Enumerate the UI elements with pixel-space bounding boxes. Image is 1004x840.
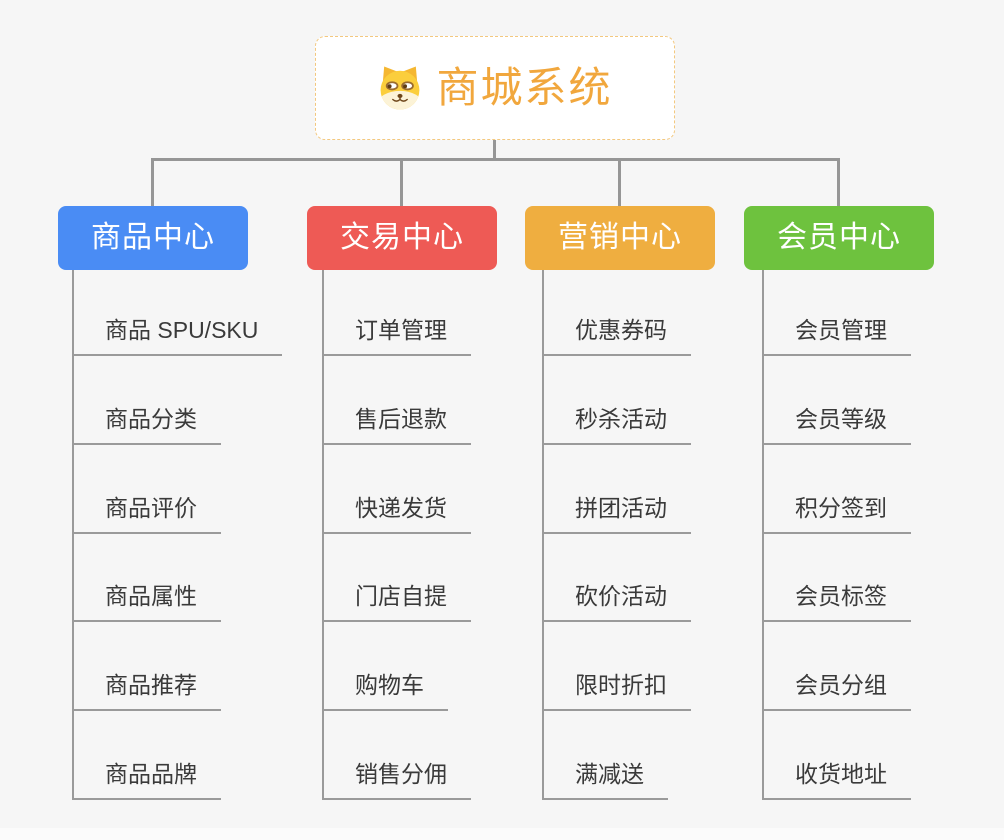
branch-label: 商品中心	[91, 221, 215, 254]
leaf-node[interactable]: 会员标签	[762, 581, 911, 622]
leaf-label: 收货地址	[795, 761, 887, 787]
leaf-node[interactable]: 积分签到	[762, 493, 911, 534]
leaf-label: 砍价活动	[575, 583, 667, 609]
leaf-label: 限时折扣	[575, 672, 667, 698]
leaf-node[interactable]: 收货地址	[762, 759, 911, 800]
leaf-node[interactable]: 满减送	[542, 759, 668, 800]
leaf-label: 会员管理	[795, 317, 887, 343]
leaf-node[interactable]: 快递发货	[322, 493, 471, 534]
branch-trunk-line	[72, 270, 74, 800]
leaf-label: 商品品牌	[105, 761, 197, 787]
leaf-label: 购物车	[355, 672, 424, 698]
connector-drop-transaction	[400, 158, 403, 206]
leaf-label: 优惠券码	[575, 317, 667, 343]
leaf-label: 售后退款	[355, 406, 447, 432]
leaf-node[interactable]: 销售分佣	[322, 759, 471, 800]
connector-drop-member	[837, 158, 840, 206]
leaf-node[interactable]: 会员等级	[762, 404, 911, 445]
branch-node-member-center[interactable]: 会员中心	[744, 206, 934, 270]
leaf-node[interactable]: 会员管理	[762, 315, 911, 356]
leaf-label: 订单管理	[355, 317, 447, 343]
root-node[interactable]: 商城系统	[315, 36, 675, 140]
leaf-node[interactable]: 商品品牌	[72, 759, 221, 800]
branch-trunk-line	[762, 270, 764, 800]
leaf-node[interactable]: 限时折扣	[542, 670, 691, 711]
connector-horizontal-bar	[152, 158, 840, 161]
leaf-node[interactable]: 商品 SPU/SKU	[72, 315, 283, 356]
leaf-label: 满减送	[575, 761, 644, 787]
branch-node-transaction-center[interactable]: 交易中心	[307, 206, 497, 270]
leaf-label: 会员分组	[795, 672, 887, 698]
branch-node-product-center[interactable]: 商品中心	[58, 206, 248, 270]
leaf-node[interactable]: 商品评价	[72, 493, 221, 534]
leaf-node[interactable]: 会员分组	[762, 670, 911, 711]
leaf-label: 会员等级	[795, 406, 887, 432]
leaf-label: 秒杀活动	[575, 406, 667, 432]
leaf-node[interactable]: 门店自提	[322, 581, 471, 622]
leaf-node[interactable]: 拼团活动	[542, 493, 691, 534]
leaf-label: 商品推荐	[105, 672, 197, 698]
branch-trunk-line	[322, 270, 324, 800]
leaf-node[interactable]: 商品属性	[72, 581, 221, 622]
leaf-node[interactable]: 订单管理	[322, 315, 471, 356]
branch-label: 交易中心	[340, 221, 464, 254]
branch-trunk-line	[542, 270, 544, 800]
leaf-node[interactable]: 商品推荐	[72, 670, 221, 711]
leaf-label: 商品分类	[105, 406, 197, 432]
leaf-node[interactable]: 秒杀活动	[542, 404, 691, 445]
doge-icon	[377, 65, 423, 111]
branch-node-marketing-center[interactable]: 营销中心	[525, 206, 715, 270]
leaf-node[interactable]: 商品分类	[72, 404, 221, 445]
leaf-node[interactable]: 优惠券码	[542, 315, 691, 356]
leaf-node[interactable]: 砍价活动	[542, 581, 691, 622]
leaf-node[interactable]: 购物车	[322, 670, 448, 711]
leaf-label: 会员标签	[795, 583, 887, 609]
leaf-label: 门店自提	[355, 583, 447, 609]
leaf-label: 商品 SPU/SKU	[105, 317, 259, 343]
leaf-node[interactable]: 售后退款	[322, 404, 471, 445]
leaf-label: 快递发货	[355, 495, 447, 521]
canvas-bottom-strip	[0, 828, 1004, 840]
leaf-label: 积分签到	[795, 495, 887, 521]
root-title: 商城系统	[436, 64, 613, 111]
connector-root-stem	[493, 139, 496, 160]
branch-label: 会员中心	[777, 221, 901, 254]
connector-drop-product	[151, 158, 154, 206]
connector-drop-marketing	[618, 158, 621, 206]
leaf-label: 商品属性	[105, 583, 197, 609]
branch-label: 营销中心	[558, 221, 682, 254]
leaf-label: 销售分佣	[355, 761, 447, 787]
leaf-label: 拼团活动	[575, 495, 667, 521]
leaf-label: 商品评价	[105, 495, 197, 521]
